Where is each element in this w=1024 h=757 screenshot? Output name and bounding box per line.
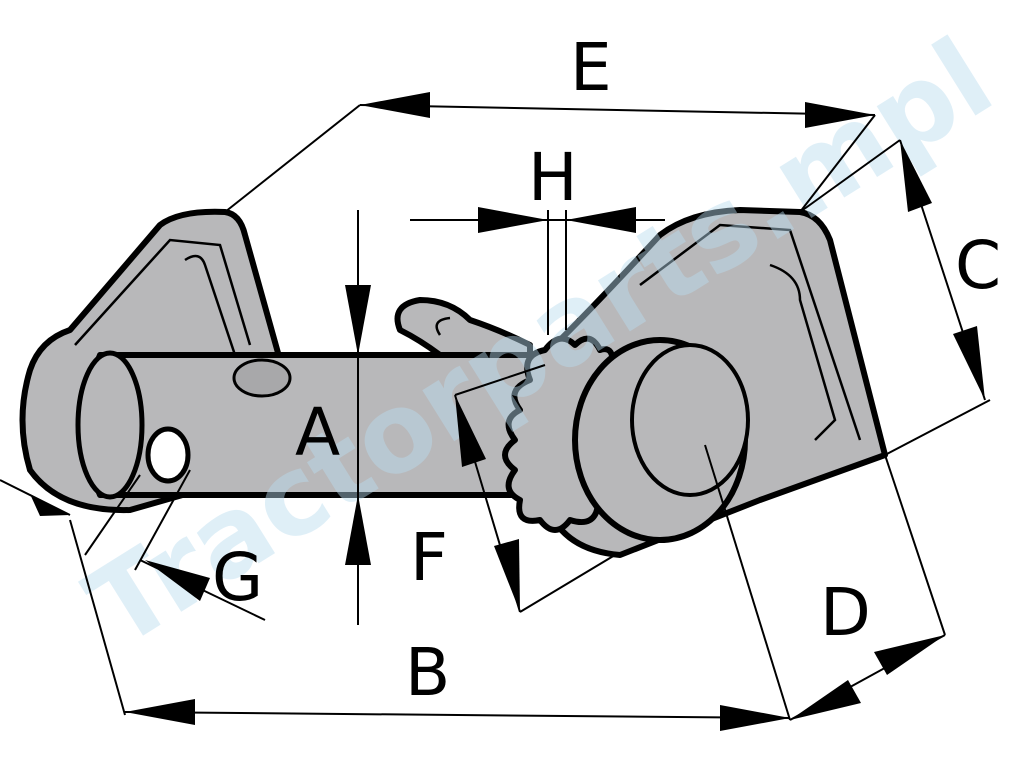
label-c: C — [955, 227, 1001, 304]
pin-hook — [394, 297, 533, 358]
pin-shaft — [75, 350, 563, 500]
dimension-b — [0, 444, 791, 731]
dimension-c — [799, 139, 991, 456]
label-f: F — [410, 519, 448, 596]
dimension-e — [224, 92, 876, 213]
dimension-f — [454, 364, 616, 613]
label-a: A — [295, 394, 340, 471]
label-e: E — [570, 29, 612, 106]
label-d: D — [820, 574, 871, 651]
dimension-h — [410, 207, 665, 335]
dimension-a — [345, 210, 371, 625]
label-g: G — [212, 539, 263, 616]
dimension-d — [789, 454, 946, 721]
label-h: H — [528, 139, 578, 216]
label-b: B — [405, 634, 450, 711]
pin-knob — [572, 337, 750, 543]
dimension-g — [84, 469, 266, 621]
